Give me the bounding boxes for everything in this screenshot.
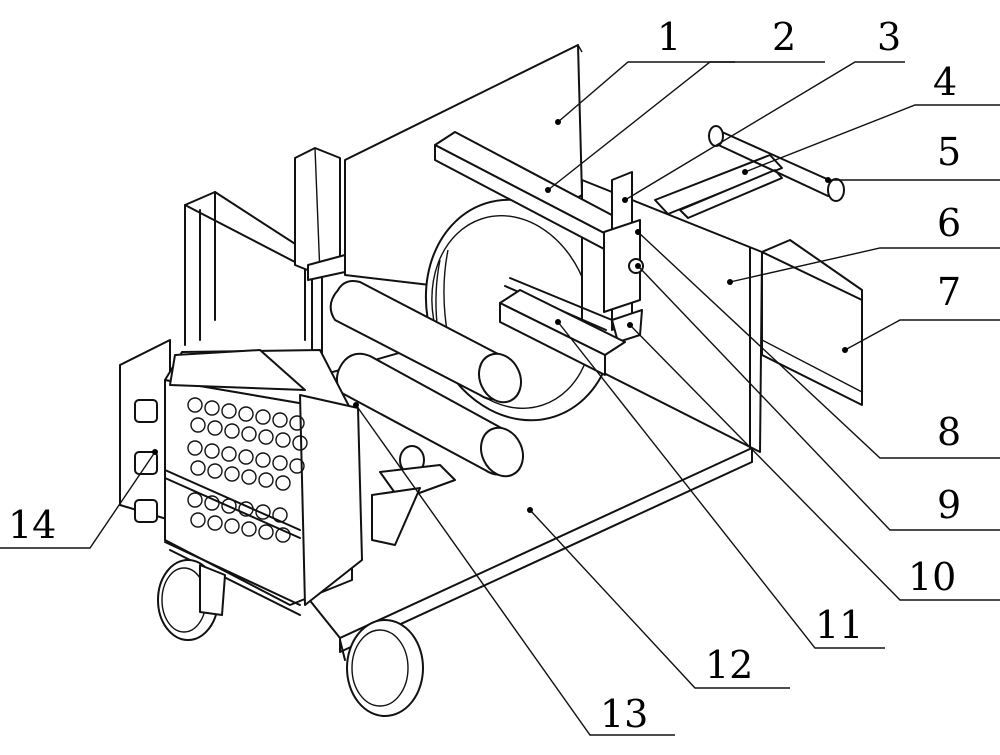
part-label-7: 7 (937, 270, 961, 314)
rear-bars (654, 125, 845, 219)
vertical-slide (603, 171, 644, 343)
leader-dots (152, 119, 848, 513)
leader-lines (0, 61, 1000, 736)
upper-arm (434, 131, 626, 251)
side-box (761, 239, 863, 406)
rear-wheel (157, 559, 226, 641)
lower-roller (335, 352, 524, 478)
collection-box (119, 339, 363, 616)
part-label-4: 4 (933, 60, 957, 104)
part-label-8: 8 (937, 410, 961, 454)
part-label-2: 2 (772, 15, 796, 59)
vertical-post (294, 147, 346, 386)
part-label-9: 9 (937, 483, 961, 527)
left-frame (184, 191, 321, 346)
part-label-14: 14 (8, 503, 56, 547)
part-label-5: 5 (937, 130, 961, 174)
part-label-13: 13 (600, 692, 648, 736)
part-labels: 1 2 3 4 5 6 7 8 9 10 11 12 13 14 (8, 15, 961, 736)
part-label-6: 6 (937, 201, 961, 245)
part-label-11: 11 (815, 603, 863, 647)
front-wheel (339, 619, 424, 717)
part-label-1: 1 (657, 15, 681, 59)
part-label-3: 3 (877, 15, 901, 59)
part-label-10: 10 (908, 555, 956, 599)
part-label-12: 12 (705, 643, 753, 687)
chute (371, 464, 456, 546)
upper-roller (329, 280, 522, 404)
